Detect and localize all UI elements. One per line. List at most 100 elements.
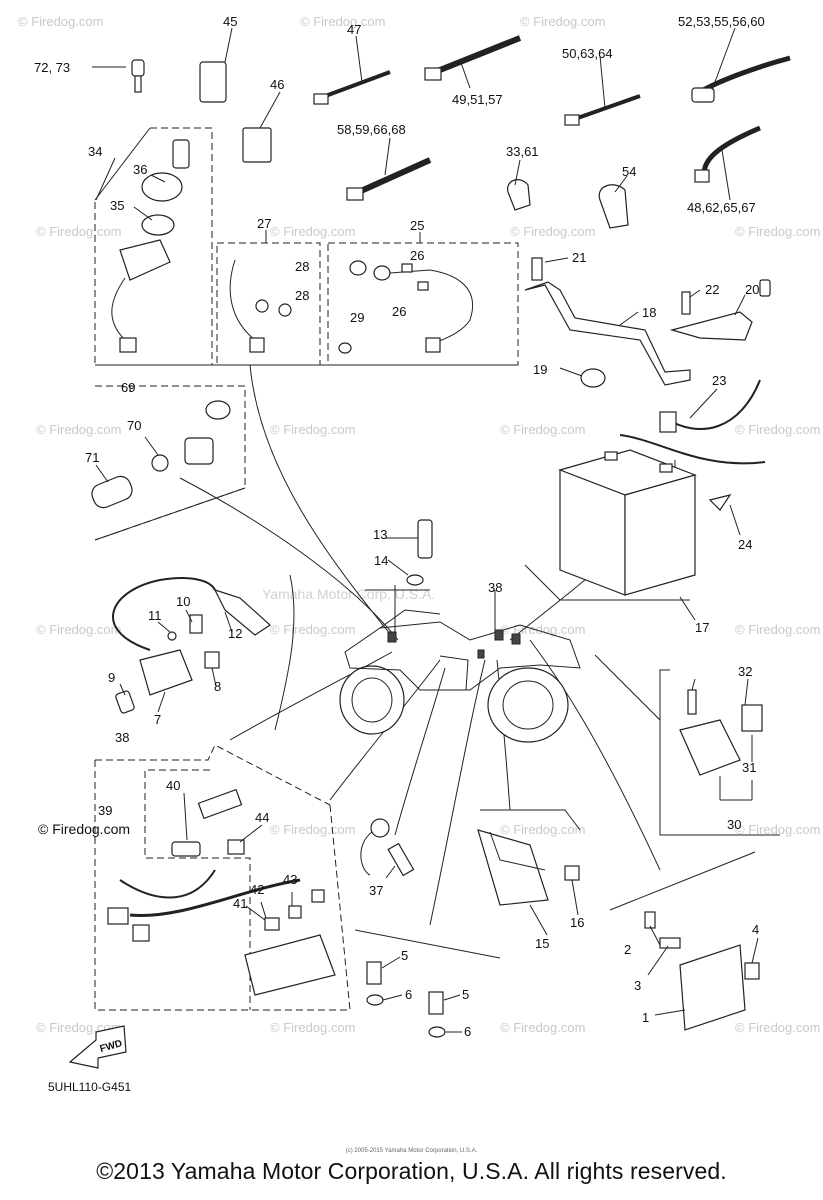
leader: [179, 477, 399, 641]
callout-54: 54: [622, 164, 636, 179]
callout-27: 27: [257, 216, 271, 231]
callout-3: 3: [634, 978, 641, 993]
coupler-45: [199, 61, 227, 103]
watermark: © Firedog.com: [270, 822, 355, 837]
bolt-21: [531, 257, 543, 281]
watermark: © Firedog.com: [520, 14, 605, 29]
fwd-arrow: FWD: [68, 1025, 127, 1069]
group-15-line: [480, 809, 581, 831]
band-58: [350, 157, 432, 198]
group-38-side: [94, 760, 250, 1011]
diagram-code: 5UHL110-G451: [48, 1080, 132, 1094]
lead-25: [338, 260, 474, 354]
stay-20: [669, 311, 753, 341]
watermark: © Firedog.com: [18, 14, 103, 29]
callout-10: 10: [176, 594, 190, 609]
watermark: © Firedog.com: [36, 622, 121, 637]
callout-37: 37: [369, 883, 383, 898]
callout-41: 41: [233, 896, 247, 911]
parts-layer: FWD: [68, 35, 791, 1069]
callout-29: 29: [350, 310, 364, 325]
callout-1: 1: [642, 1010, 649, 1025]
watermark: © Firedog.com: [500, 1020, 585, 1035]
watermark: © Firedog.com: [735, 224, 820, 239]
callout-39: 39: [98, 803, 112, 818]
group-outlines: [94, 127, 780, 1011]
callout-21: 21: [572, 250, 586, 265]
battery-17: [558, 449, 697, 596]
callout-22: 22: [705, 282, 719, 297]
front-rim: [502, 680, 554, 730]
callout-36: 36: [133, 162, 147, 177]
group-1-line: [609, 851, 756, 911]
band-49-head: [424, 67, 442, 81]
callout-42: 42: [250, 882, 264, 897]
cable-24: [619, 434, 766, 465]
leader: [529, 639, 661, 871]
footer-copyright: ©2013 Yamaha Motor Corporation, U.S.A. A…: [96, 1158, 727, 1184]
leader: [429, 659, 486, 926]
callout-20: 20: [745, 282, 759, 297]
callout-17: 17: [695, 620, 709, 635]
rear-wheel: [339, 665, 405, 735]
band-47: [319, 70, 391, 100]
callout-8: 8: [214, 679, 221, 694]
band-58-head: [346, 187, 364, 201]
callout-19: 19: [533, 362, 547, 377]
main-switch: [111, 139, 190, 353]
watermark: © Firedog.com: [36, 422, 121, 437]
callout-46: 46: [270, 77, 284, 92]
harness-38: [107, 788, 336, 996]
reference-leaders: [92, 27, 759, 1033]
rear-rim: [351, 677, 393, 723]
group-69-line: [94, 487, 246, 541]
group-30: [659, 669, 780, 836]
group-38: [95, 744, 331, 806]
coil-group: [112, 577, 271, 714]
relay-46: [242, 127, 272, 163]
band-52-head: [691, 87, 715, 103]
callout-31: 31: [742, 760, 756, 775]
leader: [594, 654, 661, 721]
callout-58-59-66-68: 58,59,66,68: [337, 122, 406, 137]
lead-27: [229, 259, 292, 353]
callout-69: 69: [121, 380, 135, 395]
cable-23-terminal: [759, 279, 771, 297]
callout-28: 28: [295, 288, 309, 303]
callout-34: 34: [88, 144, 102, 159]
connector-mark: [477, 649, 485, 659]
connector-mark: [387, 631, 397, 643]
callout-26: 26: [410, 248, 424, 263]
callout-40: 40: [166, 778, 180, 793]
callout-13: 13: [373, 527, 387, 542]
watermark: © Firedog.com: [270, 224, 355, 239]
callout-38: 38: [115, 730, 129, 745]
connector-mark: [511, 633, 521, 645]
callout-47: 47: [347, 22, 361, 37]
band-48: [701, 125, 761, 179]
callout-labels: 45 46 47 49,51,57 50,63,64 52,53,55,56,6…: [34, 14, 765, 1039]
watermark: © Firedog.com: [735, 822, 820, 837]
callout-49-51-57: 49,51,57: [452, 92, 503, 107]
clamp-33: [507, 179, 531, 211]
callout-6: 6: [405, 987, 412, 1002]
bolt-22: [681, 291, 691, 315]
cable-23: [664, 379, 761, 431]
callout-14: 14: [374, 553, 388, 568]
callout-43: 43: [283, 872, 297, 887]
callout-2: 2: [624, 942, 631, 957]
relay-set: [679, 689, 763, 776]
watermark: © Firedog.com: [270, 1020, 355, 1035]
callout-18: 18: [642, 305, 656, 320]
sensor-37: [360, 818, 415, 877]
tiny-copyright: (c) 2005-2015 Yamaha Motor Corporation, …: [345, 1148, 478, 1154]
callout-44: 44: [255, 810, 269, 825]
callout-12: 12: [228, 626, 242, 641]
callout-6: 6: [464, 1024, 471, 1039]
callout-25: 25: [410, 218, 424, 233]
watermark: © Firedog.com: [270, 422, 355, 437]
watermark: © Firedog.com: [270, 622, 355, 637]
ecu-1: [644, 911, 760, 1031]
callout-71: 71: [85, 450, 99, 465]
